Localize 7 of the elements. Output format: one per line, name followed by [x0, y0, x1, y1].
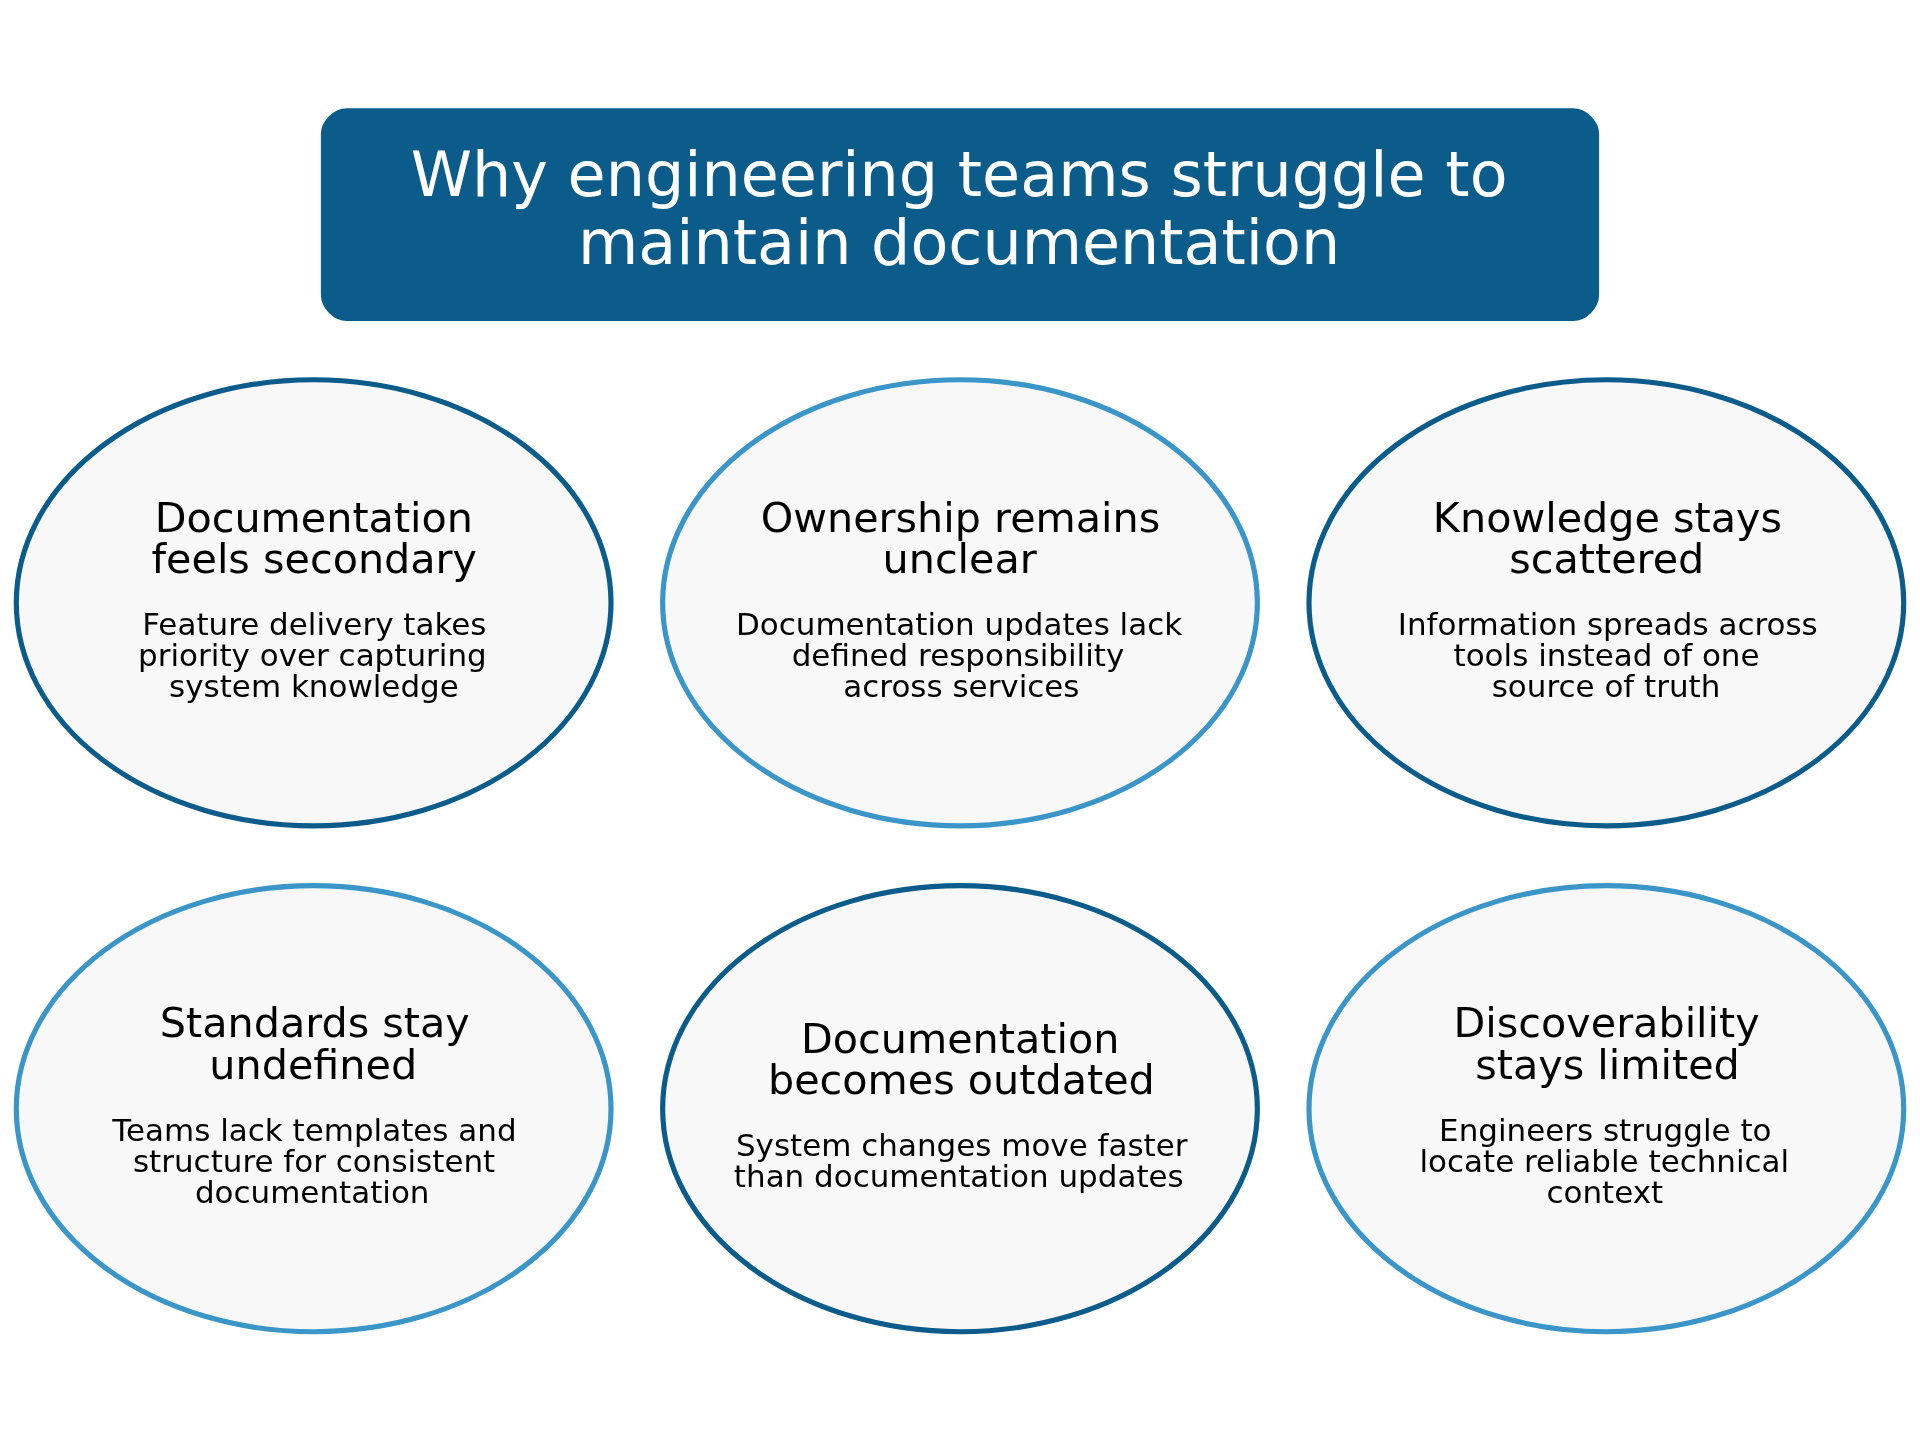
node-ellipse: Knowledge stays scattered Information spreads across tools instead of one source of truth: [1306, 376, 1907, 828]
node-box: Why engineering teams struggle to maintain documentation: [320, 107, 1600, 321]
node-ellipse: Ownership remains unclear Documentation updates lack defined responsibility across services: [660, 376, 1260, 828]
node-ellipse: Discoverability stays limited Engineers struggle to locate reliable technical context: [1306, 882, 1907, 1334]
node-ellipse: Standards stay undefined Teams lack templates and structure for consistent documentation: [13, 882, 614, 1334]
node-ellipse: Documentation becomes outdated System changes move faster than documentation updates: [660, 882, 1260, 1334]
node-ellipse: Documentation feels secondary Feature delivery takes priority over capturing system knowledge: [13, 376, 614, 828]
